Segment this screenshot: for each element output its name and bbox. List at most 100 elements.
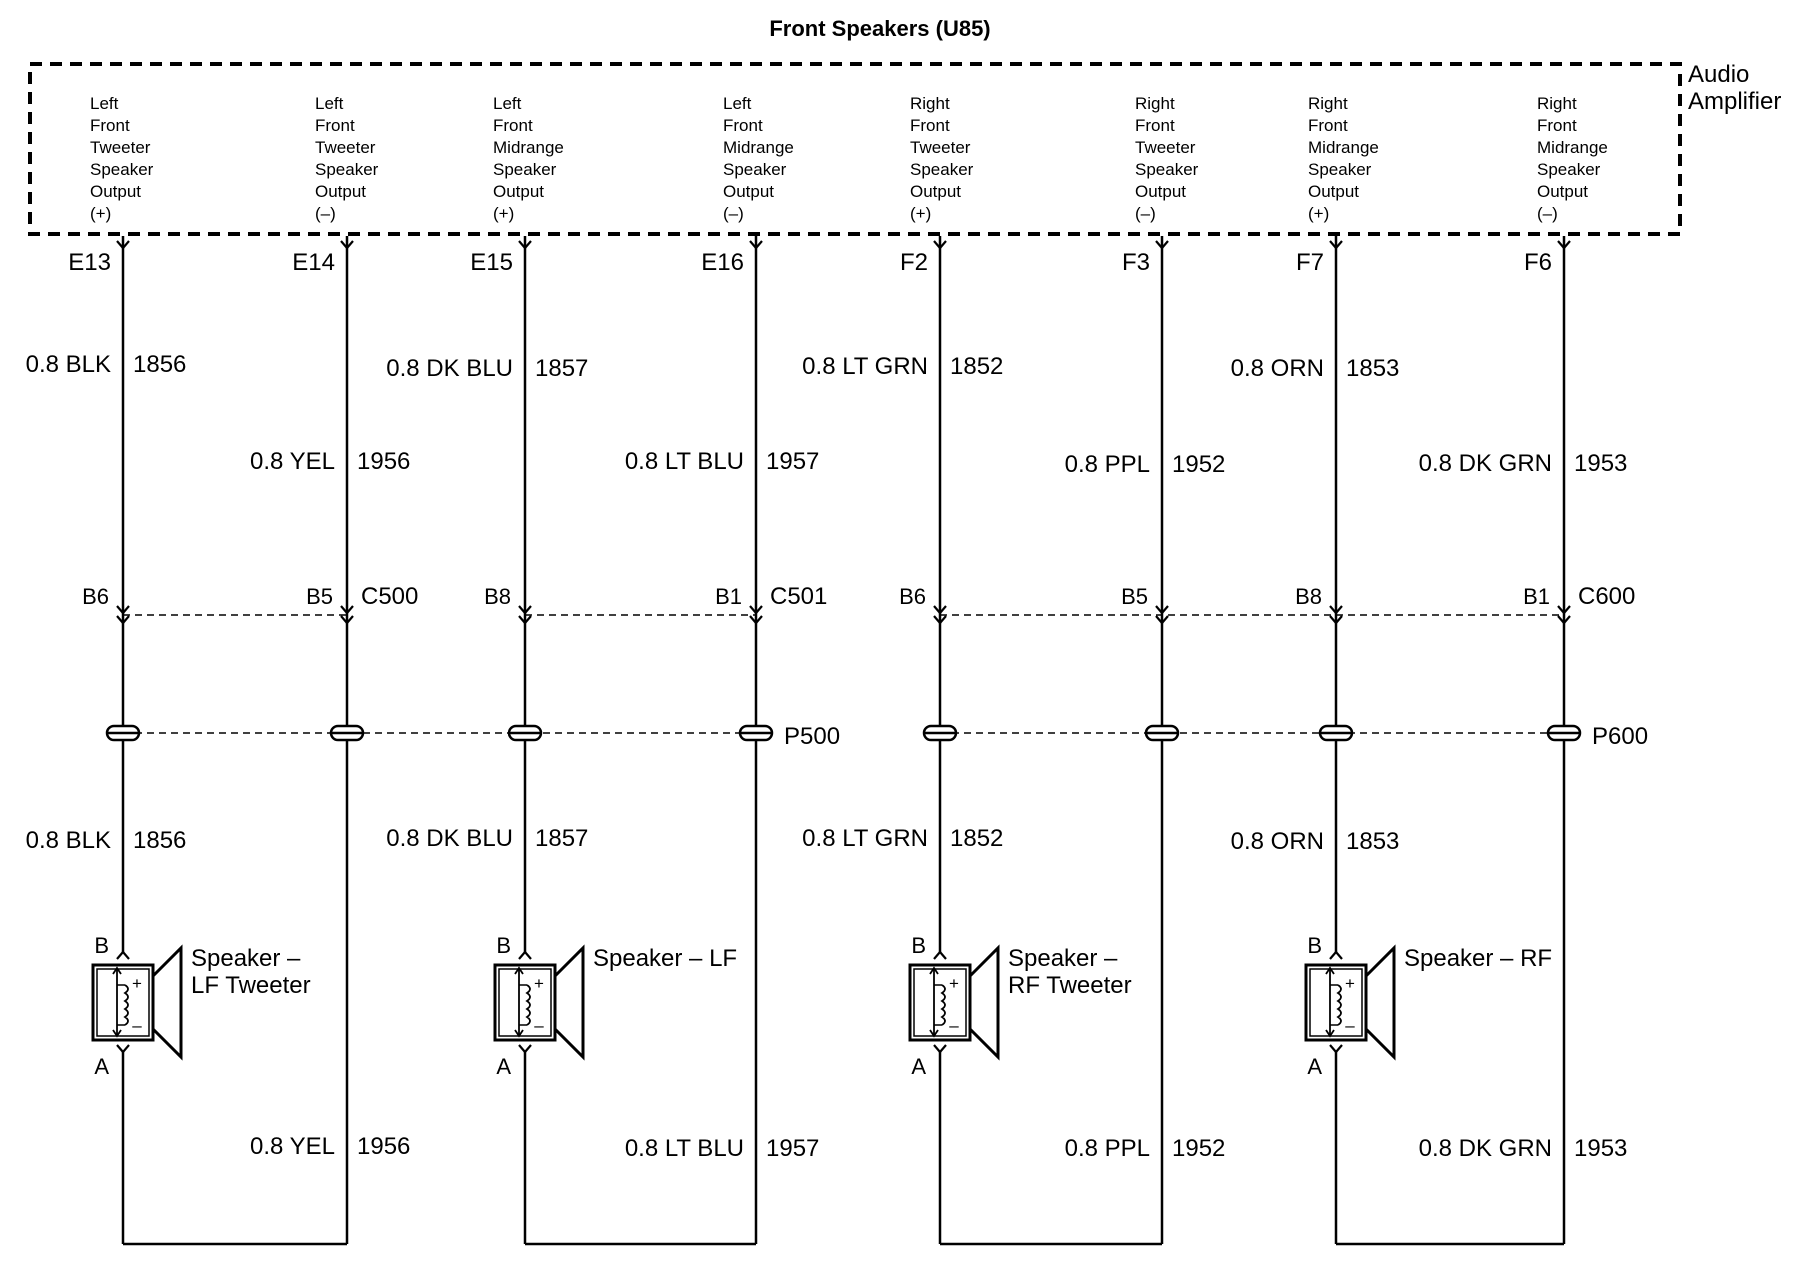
connector-pin: B8	[484, 584, 511, 609]
speaker-name: Speaker –	[191, 945, 301, 972]
speaker-cone	[553, 944, 585, 1061]
circuit-number: 1953	[1574, 1135, 1627, 1162]
wire-color-label: 0.8 YEL	[250, 448, 335, 475]
wire-color-label: 0.8 PPL	[1065, 1135, 1150, 1162]
output-label-line: Output	[493, 182, 544, 201]
circuit-number: 1952	[1172, 451, 1225, 478]
wire-color-label: 0.8 DK BLU	[386, 825, 513, 852]
output-label-line: Right	[1308, 94, 1348, 113]
speaker-arrow-up	[929, 966, 939, 975]
circuit-number: 1957	[766, 448, 819, 475]
inline-connector-top	[518, 605, 532, 615]
speaker-pin-a: A	[1307, 1054, 1322, 1079]
speaker-cone	[1364, 944, 1396, 1061]
output-label-line: Right	[1135, 94, 1175, 113]
output-label-line: Left	[315, 94, 344, 113]
wire-color-label: 0.8 ORN	[1231, 355, 1324, 382]
speaker-arrow-down	[112, 1029, 122, 1038]
output-label-line: Left	[90, 94, 119, 113]
output-label-line: Speaker	[1537, 160, 1601, 179]
output-label-line: Output	[910, 182, 961, 201]
connector-pin: B5	[306, 584, 333, 609]
terminal-label: F3	[1122, 249, 1150, 276]
output-label-line: Tweeter	[1135, 138, 1196, 157]
speaker-pin-b: B	[94, 933, 109, 958]
speaker-plus-sign: +	[534, 974, 544, 993]
inline-connector-bottom	[1155, 615, 1169, 625]
output-label-line: Front	[90, 116, 130, 135]
output-label-line: Midrange	[1537, 138, 1608, 157]
speaker-cone	[151, 944, 183, 1061]
speaker-minus-sign: –	[1345, 1016, 1355, 1035]
terminal-label: F7	[1296, 249, 1324, 276]
inline-connector-top	[1557, 605, 1571, 615]
wire-color-label: 0.8 LT BLU	[625, 448, 744, 475]
output-label-line: (+)	[1308, 204, 1329, 223]
speaker-plus-sign: +	[132, 974, 142, 993]
speaker-arrow-up	[514, 966, 524, 975]
wire-color-label: 0.8 YEL	[250, 1133, 335, 1160]
speaker-symbol	[91, 944, 183, 1061]
audio-amplifier-box	[28, 62, 1682, 236]
output-label-line: Front	[315, 116, 355, 135]
connector-name: C501	[770, 583, 827, 610]
inline-connector-top	[749, 605, 763, 615]
speaker-name: RF Tweeter	[1008, 972, 1132, 999]
output-label-line: Midrange	[1308, 138, 1379, 157]
output-label-line: Front	[1537, 116, 1577, 135]
inline-connector-bottom	[518, 615, 532, 625]
speaker-name: LF Tweeter	[191, 972, 311, 999]
inline-connector-top	[116, 605, 130, 615]
inline-connector-bottom	[340, 615, 354, 625]
connector-name: C500	[361, 583, 418, 610]
amplifier-label-line1: Audio	[1688, 61, 1749, 88]
output-label-line: (+)	[493, 204, 514, 223]
wire-color-label: 0.8 LT GRN	[802, 353, 928, 380]
wire-color-label: 0.8 DK BLU	[386, 355, 513, 382]
speaker-minus-sign: –	[949, 1016, 959, 1035]
output-label-line: Left	[723, 94, 752, 113]
speaker-terminal-a	[518, 1044, 532, 1054]
wire-color-label: 0.8 BLK	[26, 351, 111, 378]
circuit-number: 1856	[133, 351, 186, 378]
inline-connector-top	[340, 605, 354, 615]
speaker-pin-b: B	[496, 933, 511, 958]
circuit-number: 1957	[766, 1135, 819, 1162]
terminal-label: F6	[1524, 249, 1552, 276]
circuit-number: 1856	[133, 827, 186, 854]
output-label-line: Midrange	[723, 138, 794, 157]
splice-name: P600	[1592, 723, 1648, 750]
circuit-number: 1952	[1172, 1135, 1225, 1162]
speaker-coil	[1336, 984, 1342, 1026]
speaker-terminal-a	[116, 1044, 130, 1054]
output-label-line: Output	[90, 182, 141, 201]
circuit-number: 1853	[1346, 828, 1399, 855]
inline-connector-bottom	[749, 615, 763, 625]
circuit-number: 1956	[357, 448, 410, 475]
output-label-line: Front	[910, 116, 950, 135]
output-label-line: Speaker	[910, 160, 974, 179]
output-label-line: Output	[1308, 182, 1359, 201]
output-label-line: Speaker	[1308, 160, 1372, 179]
output-label-line: Speaker	[723, 160, 787, 179]
connector-pin: B5	[1121, 584, 1148, 609]
speaker-plus-sign: +	[1345, 974, 1355, 993]
output-label-line: Left	[493, 94, 522, 113]
wire-color-label: 0.8 ORN	[1231, 828, 1324, 855]
speaker-symbol	[908, 944, 1000, 1061]
circuit-number: 1956	[357, 1133, 410, 1160]
output-label-line: Tweeter	[315, 138, 376, 157]
connector-pin: B1	[1523, 584, 1550, 609]
inline-connector-bottom	[116, 615, 130, 625]
speaker-terminal-b	[1329, 950, 1343, 960]
inline-connector-top	[1329, 605, 1343, 615]
output-label-line: (–)	[315, 204, 336, 223]
speaker-symbol	[1304, 944, 1396, 1061]
output-label-line: Front	[723, 116, 763, 135]
terminal-label: E14	[292, 249, 335, 276]
speaker-magnet-inner	[96, 968, 150, 1037]
output-label-line: Output	[1135, 182, 1186, 201]
wire-color-label: 0.8 LT GRN	[802, 825, 928, 852]
speaker-arrow-up	[1325, 966, 1335, 975]
